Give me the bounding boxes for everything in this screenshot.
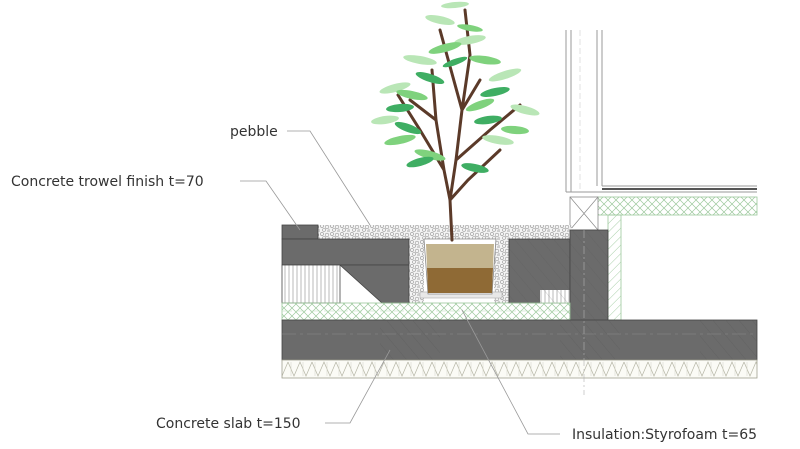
planter-pot <box>419 238 503 299</box>
pebble-layer <box>316 225 572 303</box>
tree-icon <box>371 1 540 242</box>
leader-trowel <box>240 180 301 231</box>
ground-base <box>281 359 758 379</box>
concrete-trowel-finish <box>281 224 571 304</box>
label-pebble: pebble <box>230 124 278 140</box>
leader-lines <box>240 130 560 435</box>
floor-insulation-band <box>569 196 758 321</box>
label-trowel-finish: Concrete trowel finish t=70 <box>11 174 204 190</box>
leader-pebble <box>287 130 371 226</box>
label-concrete-slab: Concrete slab t=150 <box>156 416 301 432</box>
leader-slab <box>325 349 391 424</box>
concrete-column <box>569 229 609 323</box>
insulation-styrofoam <box>281 302 571 321</box>
label-insulation: Insulation:Styrofoam t=65 <box>572 427 757 443</box>
concrete-slab <box>281 319 758 361</box>
leader-insulation <box>461 309 560 435</box>
building-wall <box>565 30 757 193</box>
